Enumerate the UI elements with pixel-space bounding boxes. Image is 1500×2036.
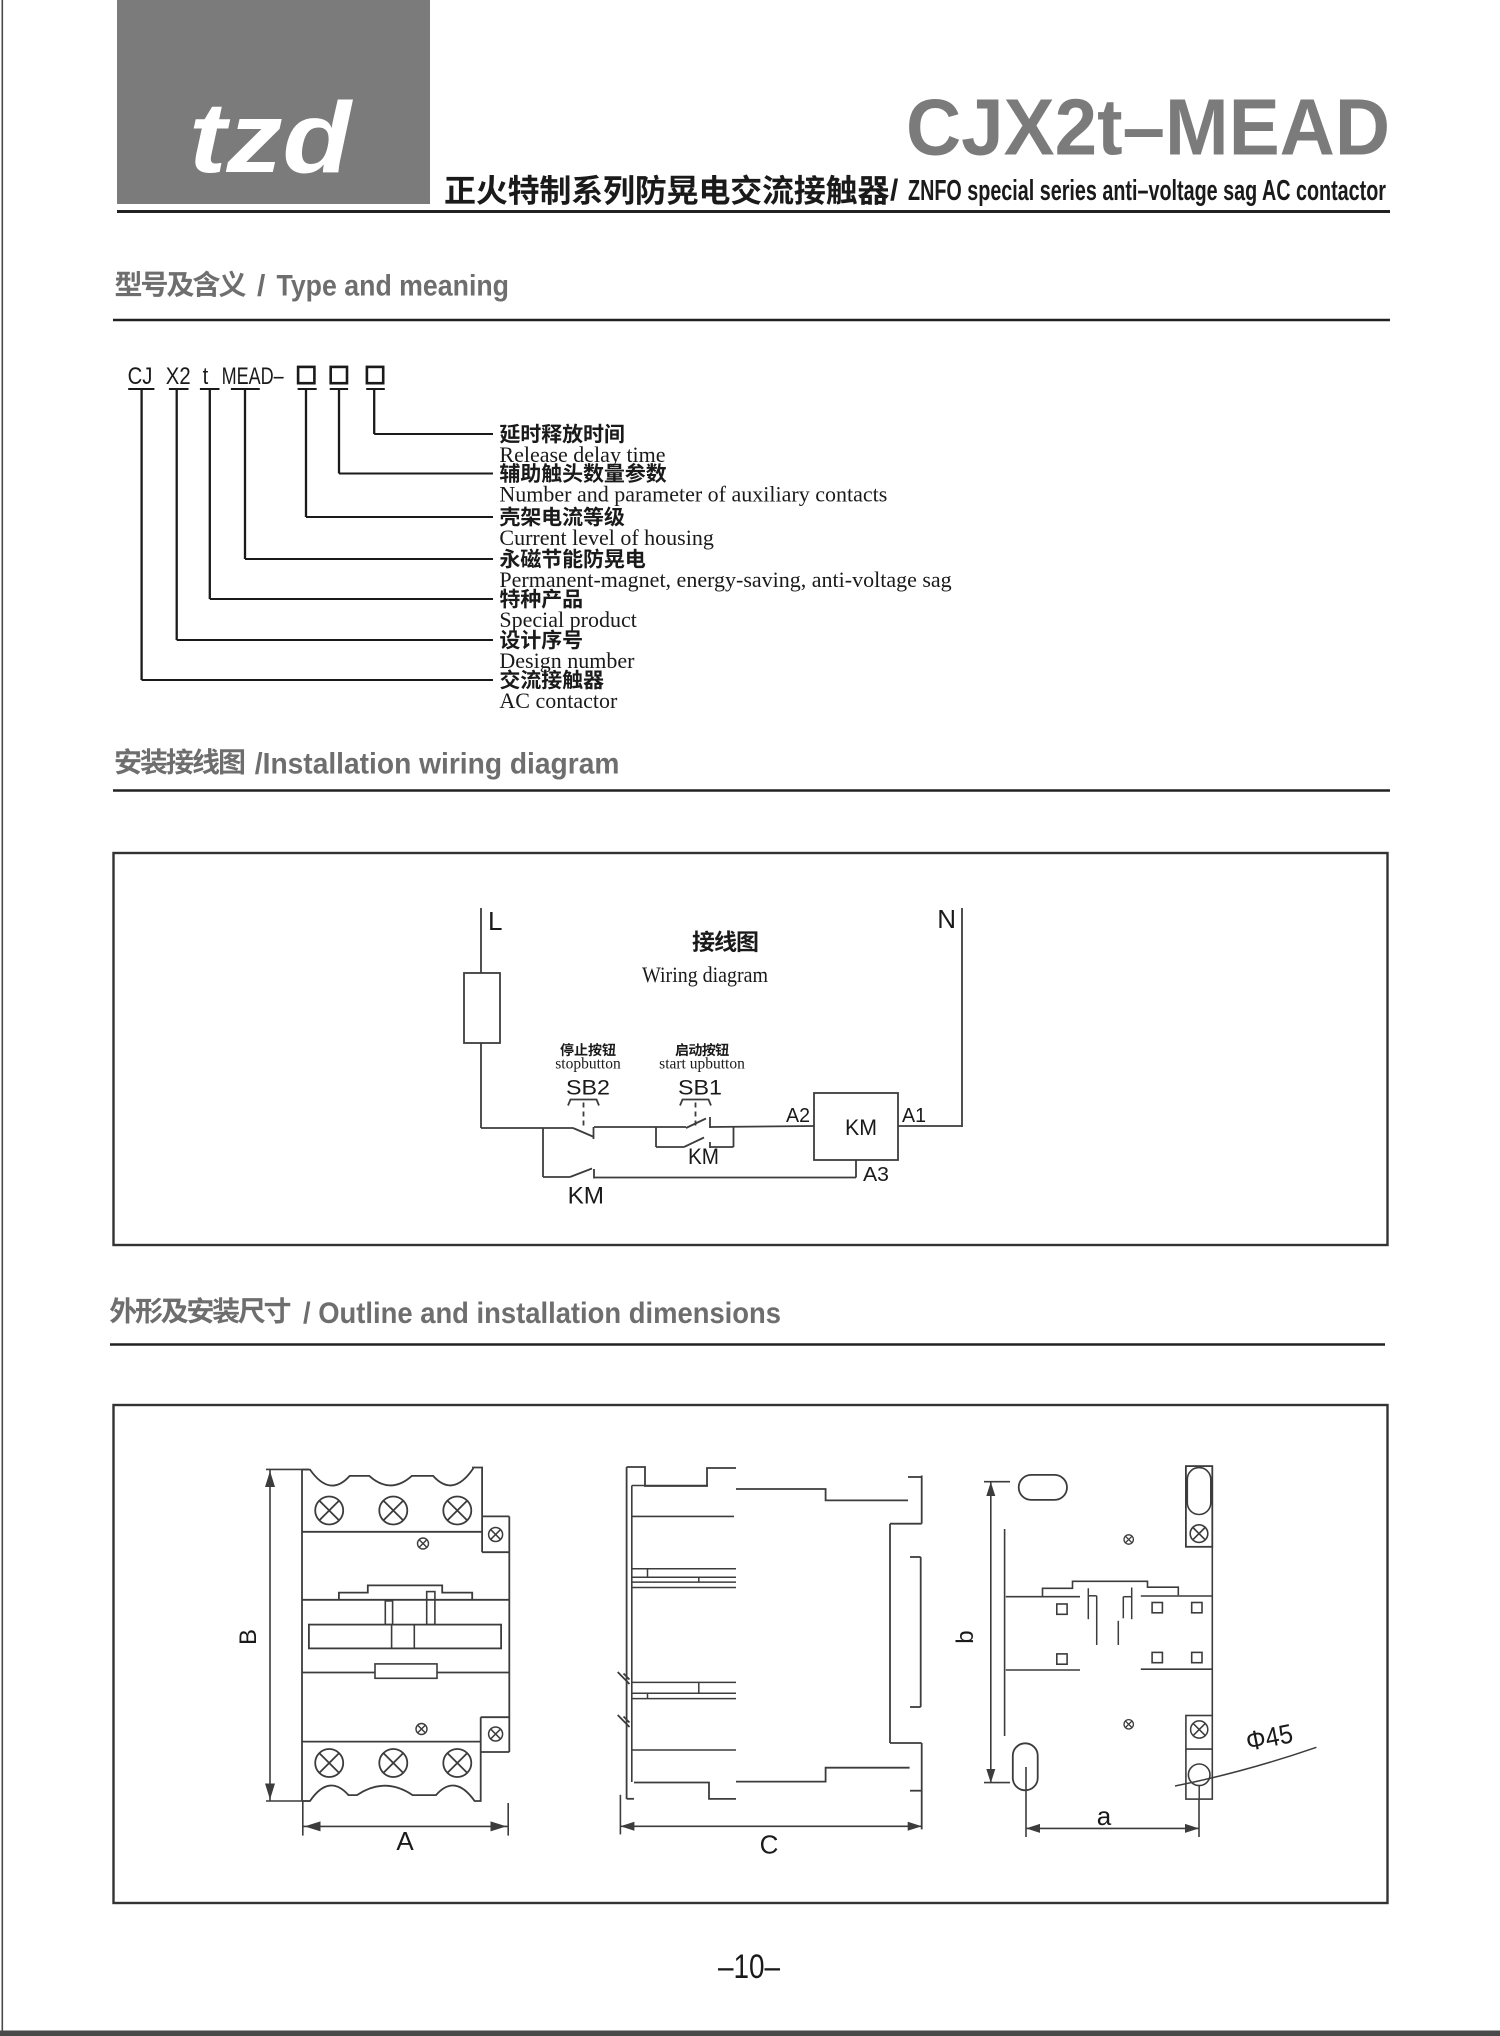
svg-text:KM: KM [568,1183,604,1210]
svg-text:ZNFO special series anti–volta: ZNFO special series anti–voltage sag AC … [908,175,1386,207]
svg-text:a: a [1097,1801,1112,1831]
svg-text:A3: A3 [863,1164,889,1186]
svg-text:Φ45: Φ45 [1243,1718,1295,1756]
svg-text:Design number: Design number [499,648,635,673]
svg-text:CJ: CJ [128,363,153,390]
svg-text:b: b [952,1630,979,1643]
svg-text:start upbutton: start upbutton [659,1056,745,1073]
svg-text:Permanent-magnet, energy-savin: Permanent-magnet, energy-saving, anti-vo… [499,567,951,592]
svg-text:SB2: SB2 [566,1077,610,1100]
svg-text:Wiring diagram: Wiring diagram [642,962,768,987]
svg-text:/Installation wiring diagram: /Installation wiring diagram [255,747,620,780]
svg-text:B: B [235,1629,262,1645]
svg-text:A1: A1 [902,1105,926,1127]
svg-text:/: / [890,174,899,207]
svg-text:KM: KM [845,1115,877,1140]
svg-text:Current level of housing: Current level of housing [499,525,713,550]
svg-text:tzd: tzd [189,82,353,194]
svg-text:N: N [937,904,956,934]
svg-text:/ Outline and installation dim: / Outline and installation dimensions [303,1297,781,1330]
svg-text:Number and parameter of auxili: Number and parameter of auxiliary contac… [499,482,887,507]
svg-text:t: t [203,363,209,390]
svg-text:A2: A2 [786,1105,810,1127]
svg-text:A: A [396,1826,414,1856]
svg-text:Release delay time: Release delay time [499,442,665,467]
svg-text:Type and meaning: Type and meaning [277,270,510,303]
svg-text:X2: X2 [166,363,191,390]
svg-text:AC contactor: AC contactor [499,688,618,713]
svg-text:SB1: SB1 [678,1077,722,1100]
svg-text:CJX2t–MEAD: CJX2t–MEAD [906,83,1390,172]
svg-text:Special product: Special product [499,607,636,632]
svg-text:KM: KM [688,1144,719,1169]
svg-text:MEAD–: MEAD– [222,363,284,390]
svg-text:/: / [257,270,266,303]
svg-text:stopbutton: stopbutton [555,1056,621,1073]
svg-text:–10–: –10– [718,1948,780,1986]
svg-text:C: C [760,1830,779,1860]
svg-text:L: L [488,906,502,936]
